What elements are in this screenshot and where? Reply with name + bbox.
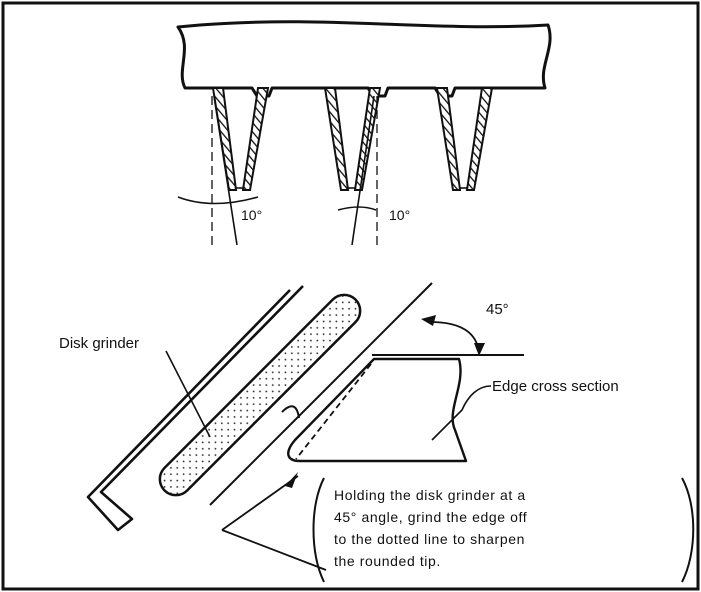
- angle-indicator-left: [177, 95, 259, 246]
- angle-label-45: 45°: [486, 301, 509, 318]
- angle-label-right: 10°: [389, 207, 410, 223]
- instruction-line-3: to the dotted line to sharpen: [334, 531, 525, 547]
- tooth-pair-3: [435, 87, 494, 191]
- reference-line: [209, 282, 433, 506]
- tooth-pair-2: [323, 87, 382, 191]
- disk-grinder: [158, 293, 362, 497]
- instruction-line-1: Holding the disk grinder at a: [334, 487, 526, 503]
- note-paren-right: [681, 477, 695, 583]
- blade-teeth-figure: 10° 10°: [176, 20, 552, 246]
- grind-dotted-line: [295, 363, 372, 460]
- grinder-holder: [86, 285, 304, 532]
- leader-edge-section: [431, 385, 492, 441]
- blade-body: [176, 20, 552, 98]
- note-paren-left: [312, 477, 325, 583]
- angle-arc-45: [429, 321, 480, 354]
- pointer-line: [221, 475, 327, 571]
- label-disk-grinder: Disk grinder: [59, 335, 139, 352]
- rounded-tip: [281, 405, 300, 419]
- edge-cross-section: [287, 357, 468, 463]
- grinding-figure: 45° Disk grinder Edge cross section Hold…: [59, 282, 695, 583]
- pointer-arrowhead: [285, 472, 298, 488]
- instruction-line-4: the rounded tip.: [334, 553, 441, 569]
- label-edge-cross-section: Edge cross section: [492, 378, 619, 395]
- leader-disk-grinder: [165, 350, 211, 438]
- instruction-line-2: 45° angle, grind the edge off: [334, 509, 527, 525]
- angle-arrow-top: [421, 315, 436, 326]
- angle-label-left: 10°: [241, 207, 262, 223]
- angle-arrow-bottom: [474, 343, 485, 356]
- angle-indicator-right: [337, 95, 378, 246]
